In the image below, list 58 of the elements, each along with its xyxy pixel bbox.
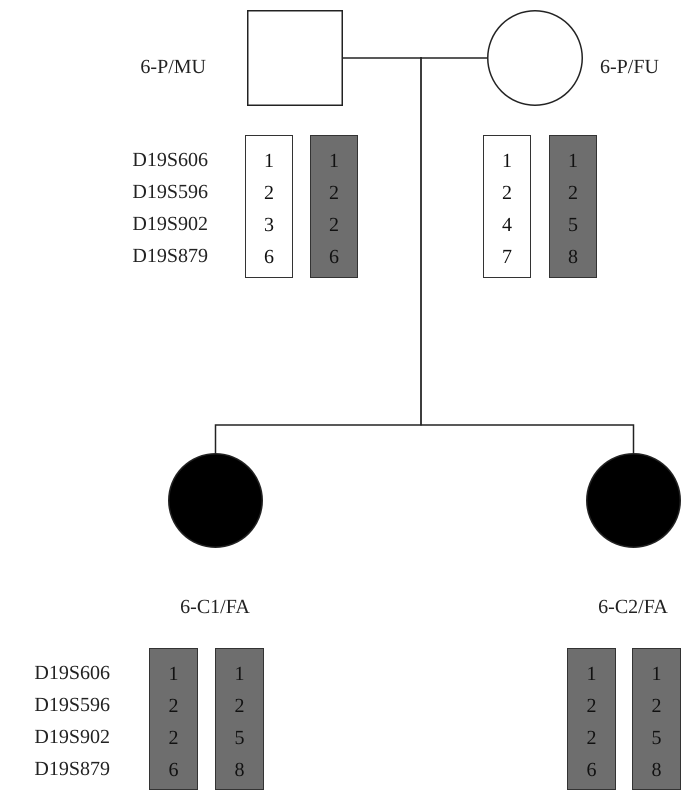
allele-number: 1: [263, 149, 275, 173]
mating-line: [343, 57, 487, 59]
haplotype-bar: [245, 135, 293, 278]
female-circle: [487, 10, 583, 106]
allele-number: 1: [650, 662, 662, 686]
marker-name: D19S902: [33, 725, 110, 749]
marker-name: D19S902: [131, 212, 208, 236]
allele-number: 1: [328, 149, 340, 173]
individual-label: 6-C1/FA: [179, 595, 251, 619]
marker-name: D19S596: [131, 180, 208, 204]
allele-number: 5: [234, 726, 246, 750]
allele-number: 4: [501, 213, 513, 237]
allele-number: 6: [586, 758, 598, 782]
haplotype-bar: [483, 135, 531, 278]
allele-number: 2: [263, 181, 275, 205]
allele-number: 6: [263, 245, 275, 269]
allele-number: 1: [168, 662, 180, 686]
individual-label: 6-C2/FA: [597, 595, 669, 619]
allele-number: 2: [567, 181, 579, 205]
allele-number: 2: [650, 694, 662, 718]
haplotype-bar: [215, 648, 264, 790]
haplotype-bar: [310, 135, 358, 278]
allele-number: 2: [168, 694, 180, 718]
allele-number: 2: [168, 726, 180, 750]
allele-number: 2: [586, 694, 598, 718]
haplotype-bar: [549, 135, 597, 278]
allele-number: 6: [328, 245, 340, 269]
individual-label: 6-P/FU: [600, 55, 660, 79]
affected-female-circle: [168, 453, 263, 548]
haplotype-bar: [632, 648, 681, 790]
allele-number: 5: [650, 726, 662, 750]
allele-number: 2: [586, 726, 598, 750]
allele-number: 1: [234, 662, 246, 686]
descent-line: [420, 57, 634, 453]
marker-name: D19S606: [33, 661, 110, 685]
allele-number: 2: [328, 181, 340, 205]
allele-number: 7: [501, 245, 513, 269]
allele-number: 2: [501, 181, 513, 205]
allele-number: 8: [650, 758, 662, 782]
allele-number: 1: [586, 662, 598, 686]
allele-number: 1: [501, 149, 513, 173]
allele-number: 8: [234, 758, 246, 782]
individual-label: 6-P/MU: [139, 55, 206, 79]
haplotype-bar: [567, 648, 616, 790]
allele-number: 8: [567, 245, 579, 269]
allele-number: 6: [168, 758, 180, 782]
allele-number: 3: [263, 213, 275, 237]
marker-name: D19S879: [33, 757, 110, 781]
marker-name: D19S606: [131, 148, 208, 172]
haplotype-bar: [149, 648, 198, 790]
allele-number: 2: [234, 694, 246, 718]
allele-number: 1: [567, 149, 579, 173]
marker-name: D19S596: [33, 693, 110, 717]
allele-number: 2: [328, 213, 340, 237]
male-square: [247, 10, 343, 106]
allele-number: 5: [567, 213, 579, 237]
affected-female-circle: [586, 453, 681, 548]
marker-name: D19S879: [131, 244, 208, 268]
